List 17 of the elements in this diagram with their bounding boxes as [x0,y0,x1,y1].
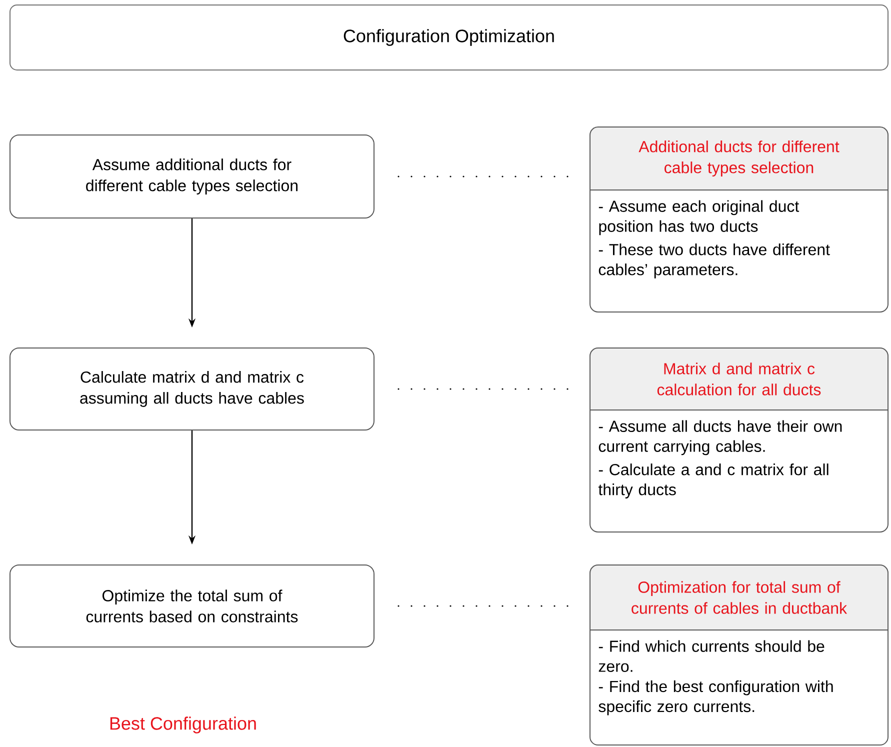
bullet-text: - Calculate a and c matrix for all thirty ducts [598,464,828,498]
bullet-text: - Assume each original duct position has two ducts [598,200,800,236]
result-label: Best Configuration [110,716,256,734]
title-box: Configuration Optimization [10,4,889,70]
note-card [590,348,889,532]
bullet-text: - These two ducts have different cables’ parameters. [598,244,830,278]
note-card [590,126,889,312]
process-box: Assume additional ducts for different cable types selection [10,134,374,218]
bullet-text: - Assume all ducts have their own current carrying cables. [598,420,842,456]
card-heading: Additional ducts for different cable types selection [638,140,840,176]
process-box: Optimize the total sum of currents based on constraints [10,564,374,648]
card-heading: Optimization for total sum of currents of cables in ductbank [632,581,848,614]
bullet-text: - Find which currents should be zero. [598,640,824,672]
card-heading: Matrix d and matrix c calculation for all ducts [657,362,821,396]
note-card [590,564,889,746]
bullet-text: - Find the best configuration with specific zero currents. [598,680,833,716]
process-box: Calculate matrix d and matrix c assuming all ducts have cables [10,348,374,430]
